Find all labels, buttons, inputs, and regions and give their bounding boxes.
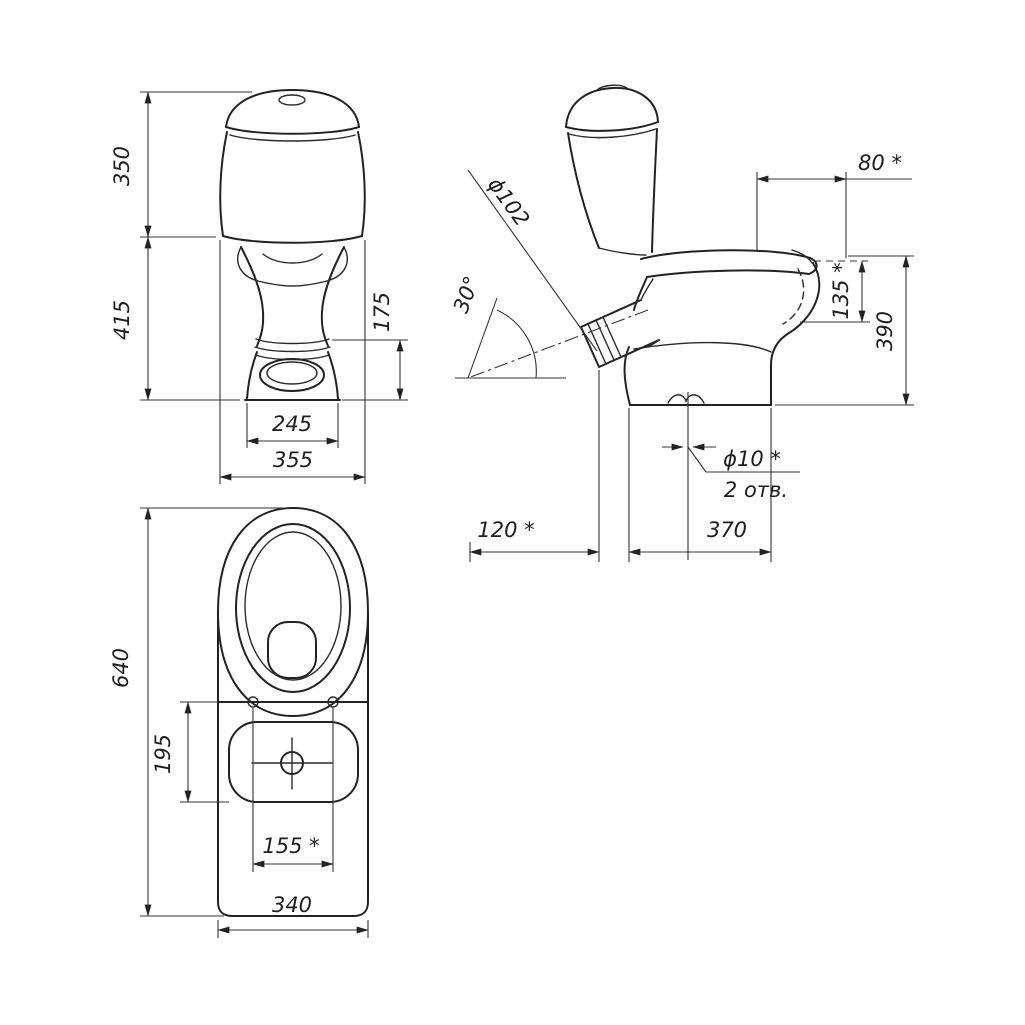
dim-side-370: 370 <box>707 518 747 542</box>
front-foot-right <box>327 351 339 400</box>
side-bowl-waist <box>633 341 772 353</box>
leader-outlet-diameter <box>467 169 598 352</box>
outlet-pipe-rib <box>595 319 615 361</box>
front-outlet-ellipse-inner <box>266 361 318 385</box>
top-bowl-oval <box>244 531 342 681</box>
side-cistern-front <box>567 132 600 249</box>
angle-leg-line <box>467 297 498 379</box>
dim-top-340: 340 <box>272 893 312 917</box>
dim-top-195: 195 <box>151 734 175 774</box>
side-hidden-contour <box>782 268 805 325</box>
dim-side-390: 390 <box>873 311 897 351</box>
side-base-back <box>623 346 631 406</box>
outlet-pipe-outline <box>580 299 660 368</box>
top-outer-outline <box>217 507 369 917</box>
front-outlet-ellipse <box>259 358 325 392</box>
top-seat-oval <box>235 523 351 693</box>
front-foot-left <box>246 351 258 400</box>
front-cistern-bottom <box>222 235 363 244</box>
top-hinge-hole-left <box>247 696 259 708</box>
dim-front-355: 355 <box>273 448 313 472</box>
side-outlet-pipe <box>580 278 660 368</box>
dim-top-640: 640 <box>109 648 133 688</box>
front-cistern-lid-edge <box>225 126 360 135</box>
side-seat-nose <box>808 257 818 275</box>
side-seat-bottom <box>646 269 810 278</box>
top-outline <box>217 507 369 917</box>
dim-front-415: 415 <box>110 300 134 340</box>
top-hinge-hole-right <box>327 696 339 708</box>
dim-side-holes-note: 2 отв. <box>724 478 788 502</box>
outlet-pipe-rib <box>587 323 607 365</box>
hole-leader <box>687 446 707 473</box>
side-drain-detail <box>667 394 705 404</box>
top-view: 640 195 155 * 340 <box>109 507 369 938</box>
side-cistern-lid <box>565 86 659 128</box>
front-cistern-right <box>357 131 366 237</box>
outlet-axis-line <box>467 309 649 379</box>
dim-side-hole-diameter: ϕ10 * <box>723 447 781 471</box>
side-cistern-lid-edge <box>565 121 659 132</box>
side-lid-edge <box>791 249 813 264</box>
dim-side-angle: 30° <box>449 273 484 316</box>
front-flush-button <box>278 94 306 106</box>
dim-front-350: 350 <box>110 146 134 186</box>
side-bowl <box>623 249 821 406</box>
outlet-pipe-joint-bottom <box>633 339 660 350</box>
dim-front-245: 245 <box>272 412 312 436</box>
front-cistern-left <box>219 131 228 237</box>
front-wing-right <box>292 246 348 287</box>
side-cistern-back <box>651 128 658 253</box>
side-cistern-base-joint <box>598 247 647 256</box>
side-seat-top <box>640 249 811 260</box>
front-view: 350 415 175 245 355 <box>110 89 408 484</box>
dim-top-155: 155 * <box>262 834 319 858</box>
front-neck-ring-1 <box>255 338 330 345</box>
front-pedestal-left <box>240 246 265 347</box>
top-rim-oval-lower <box>217 611 369 717</box>
side-cistern-lid-edge-inner <box>568 128 657 139</box>
side-cistern <box>565 84 659 256</box>
front-dimensions: 350 415 175 245 355 <box>110 91 408 484</box>
front-pedestal <box>237 246 348 401</box>
side-flush-button <box>596 84 628 91</box>
angle-arc <box>496 309 537 379</box>
top-dimensions: 640 195 155 * 340 <box>109 507 369 938</box>
front-pedestal-right <box>320 246 345 347</box>
outlet-pipe-rib <box>602 316 622 358</box>
front-wing-left <box>237 246 293 287</box>
top-drain-opening <box>267 621 317 679</box>
side-view: 80 * ϕ102 30° 135 * 390 <box>449 84 914 562</box>
front-cistern <box>219 89 366 244</box>
top-cistern-lid <box>228 721 359 803</box>
dim-front-175: 175 <box>370 292 394 332</box>
dim-side-135: 135 * <box>829 262 853 319</box>
side-dimensions: 80 * ϕ102 30° 135 * 390 <box>449 151 914 562</box>
side-bowl-back <box>633 276 648 311</box>
front-cistern-lid-edge-inner <box>229 134 356 142</box>
side-bowl-front <box>770 262 821 406</box>
outlet-pipe-joint-top <box>640 278 654 301</box>
front-cistern-lid <box>225 89 360 128</box>
dim-side-120: 120 * <box>477 518 534 542</box>
dim-side-80: 80 * <box>858 151 902 175</box>
front-bowl-curve <box>262 253 323 264</box>
front-neck-ring-2 <box>254 346 331 353</box>
